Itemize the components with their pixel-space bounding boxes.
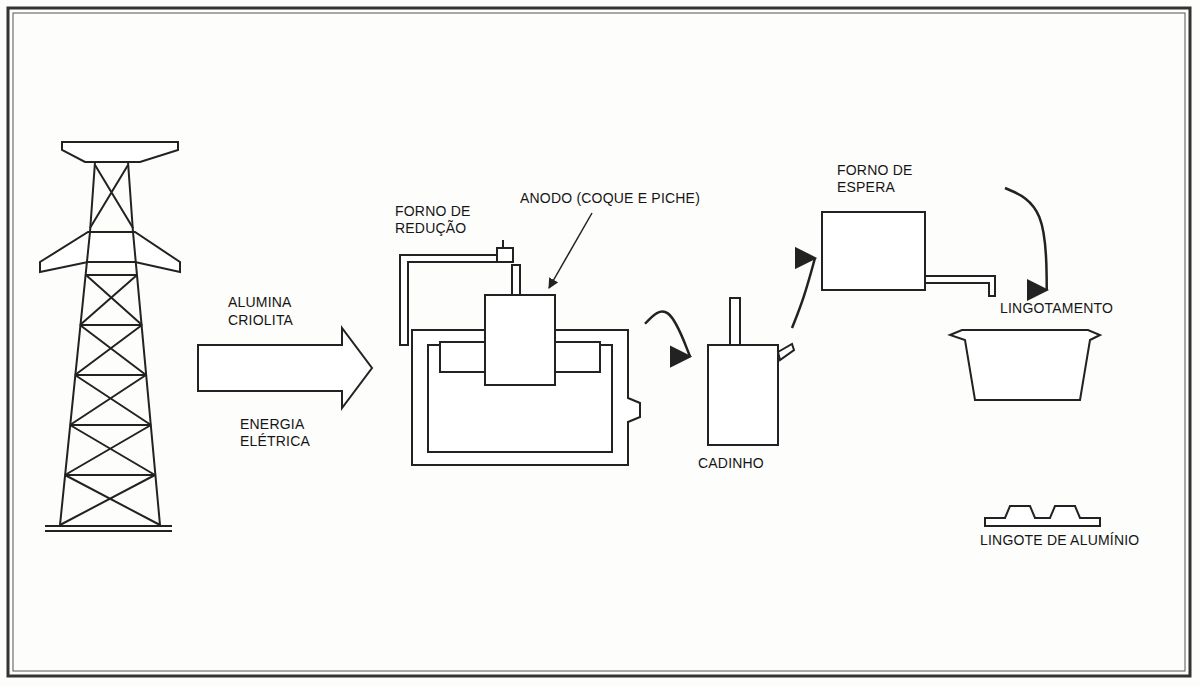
flow-arrow — [792, 258, 815, 328]
node-label: LINGOTE DE ALUMÍNIO — [980, 532, 1150, 549]
input-label: CRIOLITA — [228, 312, 328, 329]
holding-furnace: FORNO DE ESPERA — [815, 160, 1005, 300]
shape-part — [778, 344, 794, 360]
flow-arrow — [645, 312, 690, 357]
input-label: ENERGIA ELÉTRICA — [240, 416, 320, 450]
shape-part — [985, 506, 1100, 526]
node-label: LINGOTAMENTO — [1000, 300, 1160, 317]
shape-part — [822, 212, 925, 290]
anode-label: ANODO (COQUE E PICHE) — [520, 190, 730, 207]
frame — [8, 8, 1190, 676]
shape-part — [485, 295, 555, 385]
shape-part — [497, 248, 513, 262]
node-label: FORNO DE ESPERA — [837, 162, 937, 196]
leader-line — [549, 213, 592, 288]
transmission-tower — [40, 142, 180, 531]
input-arrow — [198, 328, 372, 408]
flow-arrow — [1005, 188, 1047, 290]
casting-mold: LINGOTAMENTO — [950, 290, 1165, 402]
frame-inner — [13, 13, 1185, 671]
shape-part — [925, 276, 995, 296]
aluminium-ingot: LINGOTE DE ALUMÍNIO — [975, 500, 1154, 565]
shape-part — [502, 240, 504, 248]
shape-part — [512, 265, 520, 295]
node-outline — [385, 200, 645, 475]
shape-part — [730, 298, 740, 345]
crucible: CADINHO — [690, 290, 792, 480]
node-label: CADINHO — [698, 455, 788, 472]
node-outline — [690, 290, 790, 480]
node-label: FORNO DE REDUÇÃO — [395, 203, 490, 237]
shape-part — [950, 330, 1100, 400]
input-label: ALUMINA — [228, 294, 328, 311]
shape-part — [708, 345, 778, 445]
reduction-furnace: FORNO DE REDUÇÃO — [385, 200, 645, 475]
